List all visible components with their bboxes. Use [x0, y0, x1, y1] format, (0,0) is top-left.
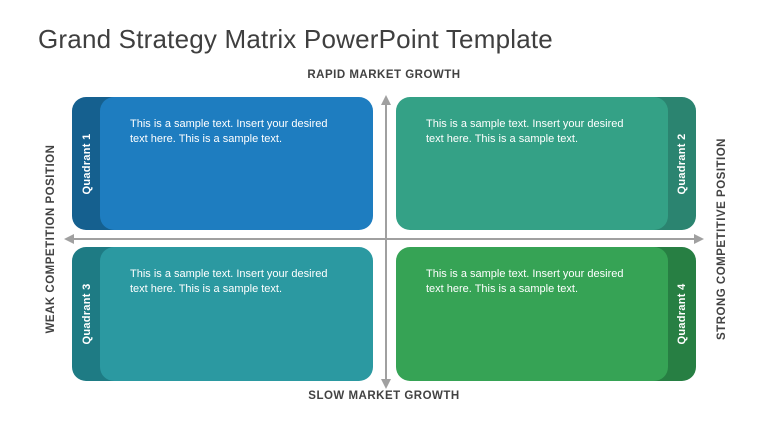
- axis-label-bottom: SLOW MARKET GROWTH: [308, 390, 460, 402]
- quadrant-1-label: Quadrant 1: [81, 132, 93, 195]
- quadrant-4-card[interactable]: Quadrant 4 This is a sample text. Insert…: [396, 247, 696, 381]
- slide-title[interactable]: Grand Strategy Matrix PowerPoint Templat…: [38, 24, 553, 54]
- horizontal-axis-arrow: [74, 238, 694, 240]
- quadrant-3-card[interactable]: Quadrant 3 This is a sample text. Insert…: [72, 247, 373, 381]
- quadrant-2-card[interactable]: Quadrant 2 This is a sample text. Insert…: [396, 97, 696, 230]
- quadrant-2-label: Quadrant 2: [676, 132, 688, 195]
- arrow-head-right-icon: [694, 234, 704, 244]
- quadrant-1-text[interactable]: This is a sample text. Insert your desir…: [130, 118, 328, 145]
- quadrant-4-body[interactable]: This is a sample text. Insert your desir…: [396, 247, 668, 381]
- quadrant-2-body[interactable]: This is a sample text. Insert your desir…: [396, 97, 668, 230]
- quadrant-3-label: Quadrant 3: [81, 283, 93, 345]
- quadrant-3-body[interactable]: This is a sample text. Insert your desir…: [100, 247, 373, 381]
- quadrant-1-body[interactable]: This is a sample text. Insert your desir…: [100, 97, 373, 230]
- vertical-axis-arrow: [385, 104, 387, 380]
- axis-label-right: STRONG COMPETITIVE POSITION: [716, 138, 728, 340]
- arrow-head-left-icon: [64, 234, 74, 244]
- axis-label-left: WEAK COMPETITION POSITION: [45, 144, 57, 334]
- quadrant-3-text[interactable]: This is a sample text. Insert your desir…: [130, 268, 328, 295]
- axis-label-top: RAPID MARKET GROWTH: [307, 69, 461, 81]
- quadrant-2-text[interactable]: This is a sample text. Insert your desir…: [426, 118, 624, 145]
- arrow-head-up-icon: [381, 95, 391, 105]
- arrow-head-down-icon: [381, 379, 391, 389]
- quadrant-4-label: Quadrant 4: [676, 283, 688, 345]
- quadrant-4-text[interactable]: This is a sample text. Insert your desir…: [426, 268, 624, 295]
- quadrant-1-card[interactable]: Quadrant 1 This is a sample text. Insert…: [72, 97, 373, 230]
